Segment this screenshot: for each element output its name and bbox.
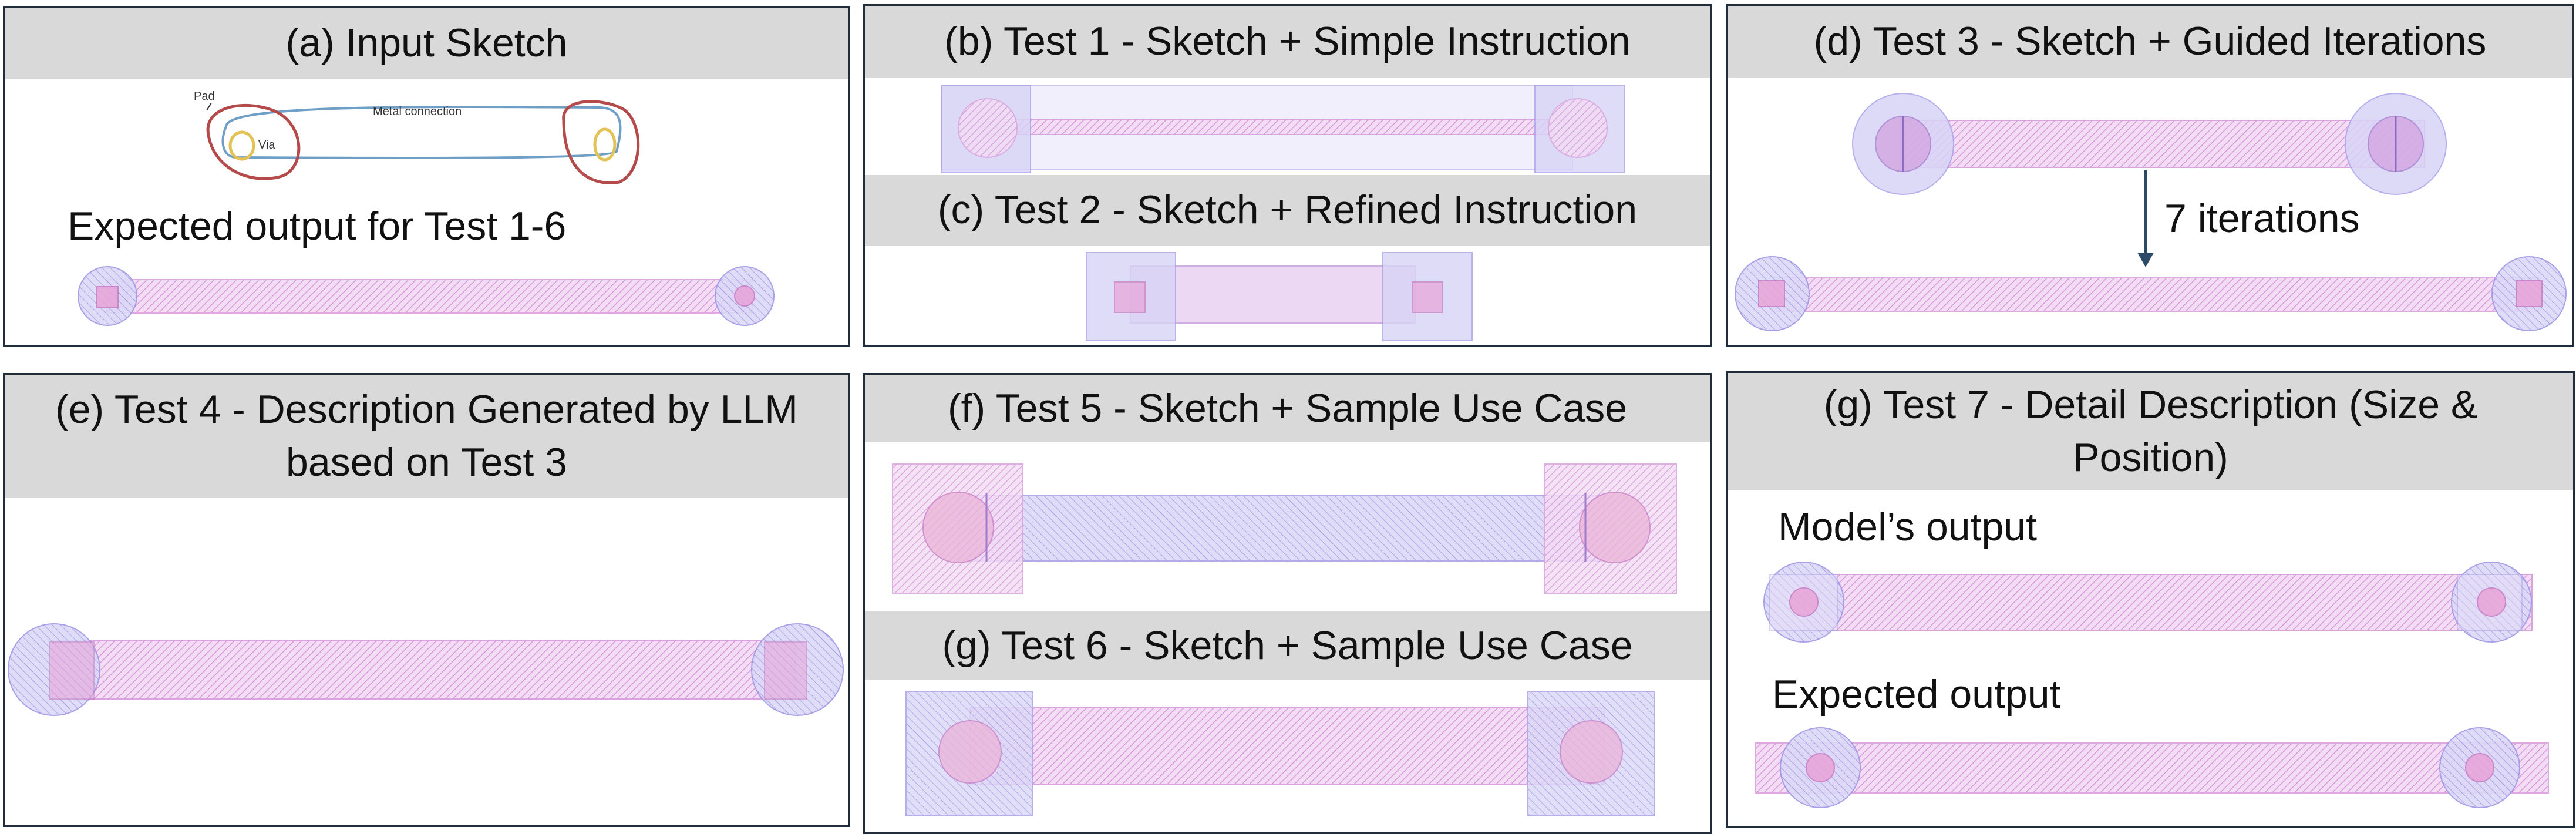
panel-c-title: (c) Test 2 - Sketch + Refined Instructio…: [865, 175, 1710, 246]
layout-test6: [905, 691, 1655, 816]
iterations-arrow: [2137, 170, 2154, 267]
panel-e-title-line1: (e) Test 4 - Description Generated by LL…: [55, 387, 798, 432]
layout-test4: [8, 623, 844, 716]
panel-g7-title: (g) Test 7 - Detail Description (Size & …: [1728, 373, 2573, 490]
panel-g7: (g) Test 7 - Detail Description (Size & …: [1726, 371, 2575, 828]
iterations-label: 7 iterations: [2164, 196, 2360, 241]
panel-a: (a) Input Sketch: [3, 6, 850, 347]
panel-f: (f) Test 5 - Sketch + Sample Use Case (g…: [863, 373, 1712, 834]
panel-g6-title: (g) Test 6 - Sketch + Sample Use Case: [865, 611, 1710, 680]
panel-d: (d) Test 3 - Sketch + Guided Iterations: [1726, 4, 2574, 347]
panel-g7-title-line2: Position): [2073, 435, 2228, 480]
layout-test2: [1086, 252, 1473, 341]
panel-b-title: (b) Test 1 - Sketch + Simple Instruction: [865, 6, 1710, 78]
sketch-label-pad: Pad: [194, 90, 215, 103]
sketch-label-via: Via: [258, 139, 275, 152]
panel-b: (b) Test 1 - Sketch + Simple Instruction…: [863, 4, 1712, 347]
expected-output-label-g7: Expected output: [1772, 672, 2061, 717]
panel-e: (e) Test 4 - Description Generated by LL…: [3, 373, 850, 827]
expected-output-a: [78, 266, 775, 326]
sketch-label-metal: Metal connection: [373, 105, 462, 118]
layout-test3-before: [1852, 93, 2447, 195]
panel-e-title-line2: based on Test 3: [286, 440, 567, 485]
panel-a-title: (a) Input Sketch: [5, 8, 848, 79]
model-output-label: Model’s output: [1778, 505, 2037, 549]
layout-test1: [941, 85, 1625, 173]
layout-test3-after: [1735, 256, 2567, 331]
panel-d-title: (d) Test 3 - Sketch + Guided Iterations: [1728, 6, 2572, 78]
expected-output-label-a: Expected output for Test 1-6: [68, 204, 566, 248]
panel-e-title: (e) Test 4 - Description Generated by LL…: [5, 375, 848, 498]
layout-test5: [892, 463, 1677, 594]
layout-test7-expected: [1755, 727, 2549, 808]
panel-g7-title-line1: (g) Test 7 - Detail Description (Size &: [1823, 382, 2478, 428]
panel-f-title: (f) Test 5 - Sketch + Sample Use Case: [865, 375, 1710, 442]
hand-sketch: [206, 100, 640, 184]
layout-test7-model: [1763, 562, 2533, 643]
